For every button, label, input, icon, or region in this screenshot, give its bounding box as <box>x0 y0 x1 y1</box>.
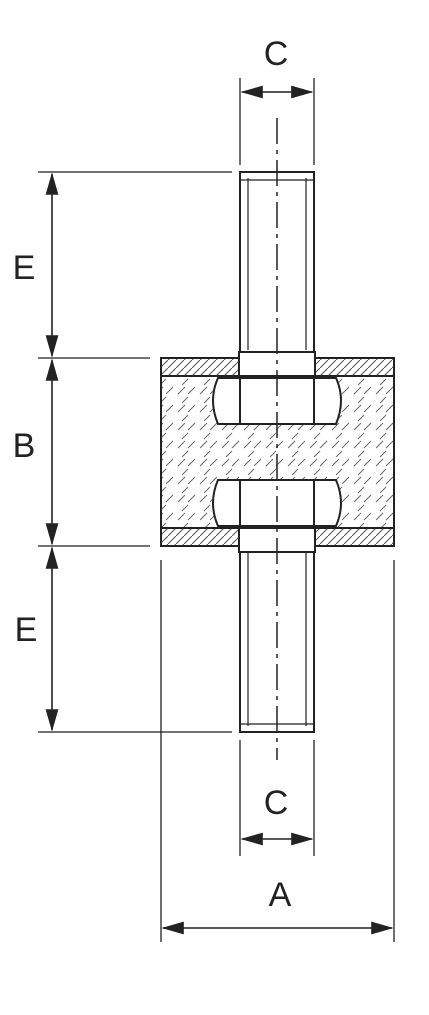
label-e-upper: E <box>12 249 36 287</box>
label-b-body: B <box>12 427 36 465</box>
dimension-lines <box>45 85 394 935</box>
label-c-top: C <box>263 35 289 73</box>
upper-nut <box>212 377 342 425</box>
label-c-bottom: C <box>263 784 289 822</box>
label-e-lower: E <box>14 611 38 649</box>
extension-lines <box>38 78 395 942</box>
label-a-width: A <box>268 876 292 914</box>
